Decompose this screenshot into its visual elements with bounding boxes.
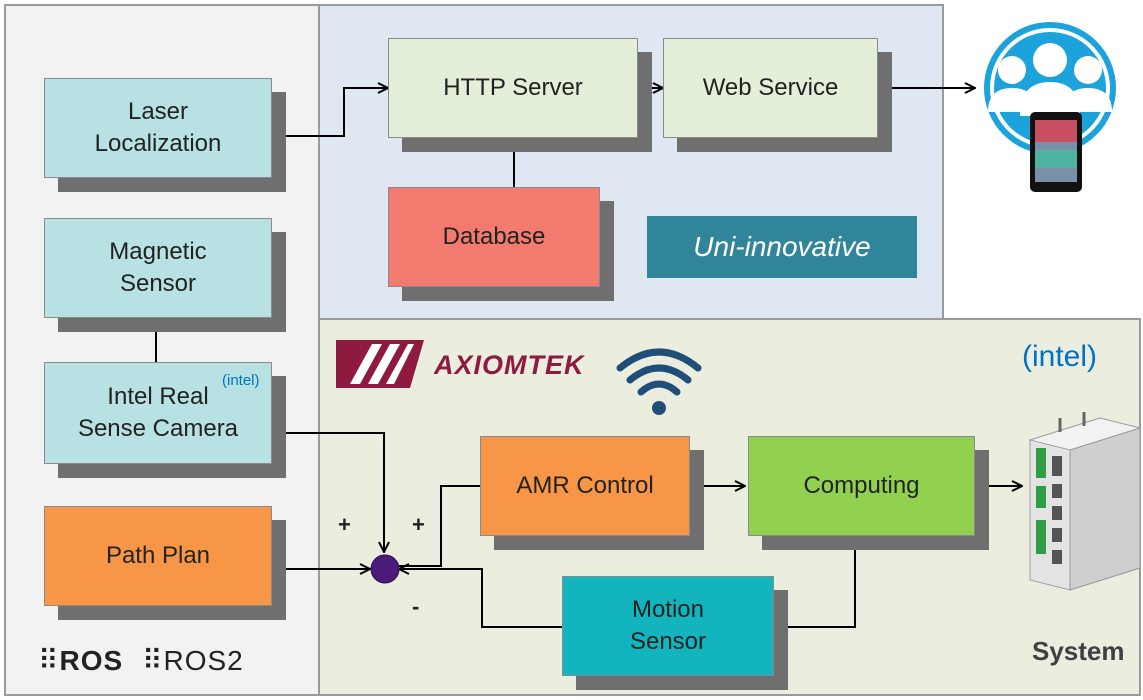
database-label: Database [442,222,546,250]
users-icon [984,22,1116,154]
summing-node [370,554,400,584]
web-service-node: Web Service [663,38,878,138]
minus-sign: - [412,594,420,619]
ros2-dots-icon: ⠿ [141,645,164,676]
http-server-node: HTTP Server [388,38,638,138]
motion-sensor-node: Motion Sensor [562,576,774,676]
arrow-laser-to-http [286,88,388,137]
http-server-label: HTTP Server [443,73,583,101]
magnetic-sensor-node: Magnetic Sensor [44,218,272,318]
arrow-camera-to-sum [286,432,384,552]
axiomtek-wordmark: AXIOMTEK [434,350,585,380]
motion-sensor-label: Motion Sensor [629,595,707,655]
magnetic-sensor-label: Magnetic Sensor [109,237,207,297]
ros-dots-icon: ⠿ [38,645,60,676]
computing-node: Computing [748,436,975,536]
tablet-icon [1030,112,1082,192]
laser-localization-node: Laser Localization [44,78,272,178]
wifi-icon [616,348,702,415]
plus-sign-top: + [412,512,425,537]
path-plan-node: Path Plan [44,506,272,606]
amr-control-node: AMR Control [480,436,690,536]
computer-device-icon [1028,412,1142,591]
computing-label: Computing [803,471,920,499]
realsense-camera-label: Intel Real Sense Camera [77,382,239,442]
web-service-label: Web Service [702,73,839,101]
database-node: Database [388,187,600,287]
ros-label: ROS [59,645,124,676]
line-sum-to-amr [398,485,480,567]
laser-localization-label: Laser Localization [94,97,222,157]
intel-logo-text: intel [1032,340,1088,373]
path-plan-label: Path Plan [105,541,211,569]
system-panel [318,318,1141,696]
intel-small-logo: (intel) [222,372,260,389]
plus-sign-left: + [338,512,351,537]
ros2-label: ROS2 [163,645,244,676]
arrow-motion-to-sum [399,569,562,628]
system-label: System [1032,636,1125,666]
realsense-camera-node: Intel Real Sense Camera [44,362,272,464]
arrow-computing-to-motion [774,550,856,627]
amr-control-label: AMR Control [516,471,654,499]
ros-logos: ⠿ROS ⠿ROS2 [38,644,244,677]
intel-small-logo-text: intel [227,372,255,389]
intel-logo: (intel) [1022,340,1098,373]
uni-innovative-label: Uni-innovative [647,216,917,278]
axiomtek-logo [336,340,424,388]
